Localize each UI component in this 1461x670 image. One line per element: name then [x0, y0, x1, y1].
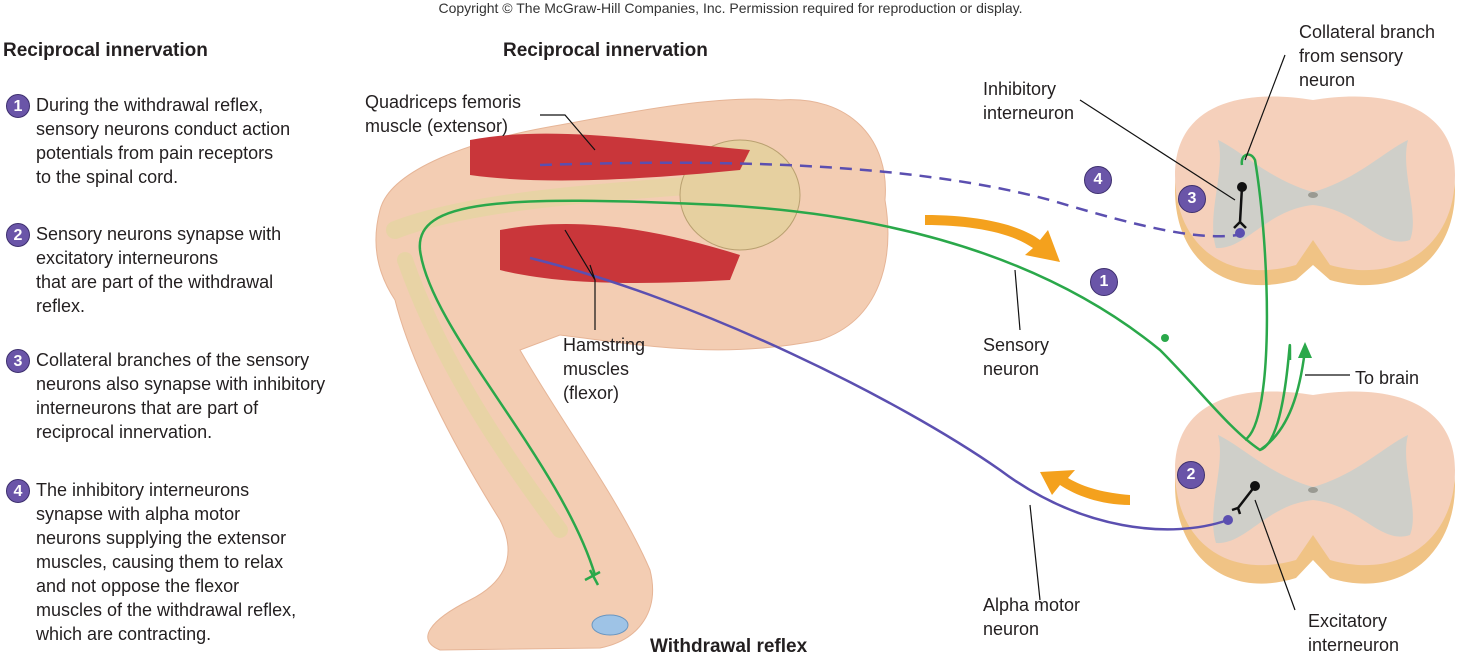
step-badge-3: 3 [1178, 185, 1206, 213]
tibia-bone [397, 252, 568, 538]
step-badge-1: 1 [1090, 268, 1118, 296]
diagram-caption: Withdrawal reflex [650, 636, 808, 657]
motor-cell-body-upper [1235, 228, 1245, 238]
spinal-cord-section-lower [1175, 391, 1455, 584]
leader-lines [540, 54, 1350, 611]
motor-cell-body-lower [1223, 515, 1233, 525]
excitatory-interneuron-body [1250, 481, 1260, 491]
spinal-cord-section-upper [1175, 96, 1455, 286]
alpha-motor-neuron-extensor [539, 161, 1239, 238]
step-badge-2: 2 [1177, 461, 1205, 489]
label-quadriceps: Quadriceps femoris muscle (extensor) [365, 92, 522, 136]
pain-stimulus-tack [591, 614, 629, 636]
inhibitory-interneuron-body [1237, 182, 1247, 192]
step-number-badge: 1 [6, 94, 30, 118]
step-text: The inhibitory interneurons synapse with… [36, 480, 297, 644]
label-hamstring: Hamstring muscles (flexor) [563, 335, 646, 403]
label-excitatory-interneuron: Excitatory interneuron [1308, 611, 1400, 655]
copyright-notice: Copyright © The McGraw-Hill Companies, I… [438, 0, 1023, 16]
label-sensory-neuron: Sensory neuron [983, 335, 1050, 379]
label-inhibitory-interneuron: Inhibitory interneuron [983, 79, 1075, 123]
quadriceps-muscle [470, 133, 750, 181]
inhibitory-interneuron [1233, 186, 1247, 229]
step-number-badge: 2 [6, 223, 30, 247]
step-badge-4: 4 [1084, 166, 1112, 194]
step-number-badge: 4 [6, 479, 30, 503]
sensory-collateral-branch [1240, 153, 1269, 442]
afferent-direction-arrow [925, 215, 1060, 262]
step-number-badge: 3 [6, 349, 30, 373]
label-to-brain: To brain [1355, 368, 1420, 388]
efferent-direction-arrow [1040, 470, 1130, 505]
step-text: Sensory neurons synapse with excitatory … [36, 224, 282, 316]
sensory-cell-body [1161, 334, 1169, 342]
diagram-title: Reciprocal innervation [503, 40, 708, 61]
alpha-motor-neuron-flexor [529, 256, 1229, 531]
to-brain-branch [1259, 349, 1307, 452]
hamstring-muscle [500, 224, 740, 283]
label-collateral-branch: Collateral branch from sensory neuron [1299, 22, 1436, 90]
step-text: Collateral branches of the sensory neuro… [36, 350, 326, 442]
to-brain-arrowhead [1298, 342, 1312, 358]
label-alpha-motor-neuron: Alpha motor neuron [983, 595, 1081, 639]
sensory-receptor-ending [584, 569, 601, 586]
left-panel-title: Reciprocal innervation [3, 40, 208, 61]
step-text: During the withdrawal reflex, sensory ne… [36, 95, 291, 187]
